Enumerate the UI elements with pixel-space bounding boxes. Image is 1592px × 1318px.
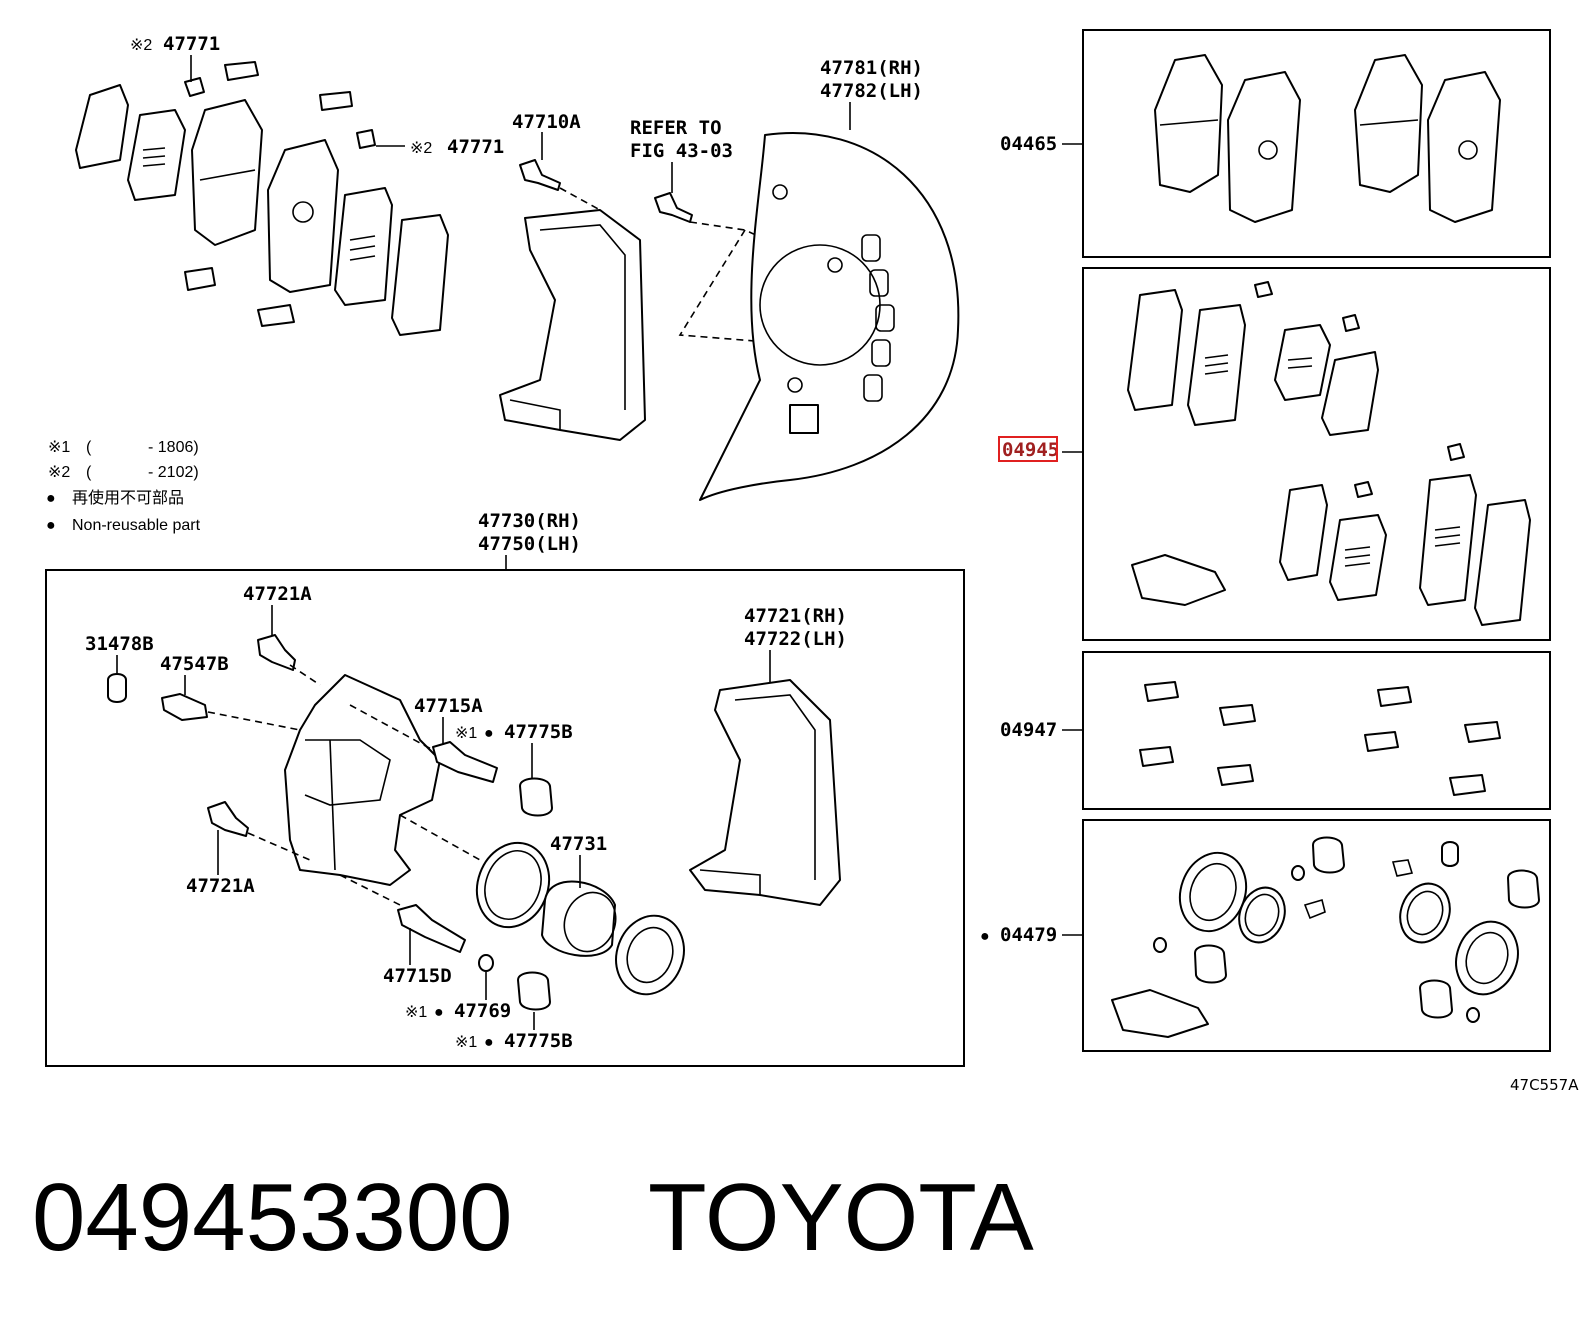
label-04479: 04479 bbox=[1000, 924, 1057, 946]
label-47775B-c: 47775B bbox=[504, 1030, 573, 1052]
label-47775B-a: 47775B bbox=[504, 721, 573, 743]
kit-box-04945 bbox=[1082, 267, 1551, 641]
clip-d bbox=[356, 129, 376, 149]
label-47721-rh: 47721(RH) bbox=[744, 605, 847, 627]
label-47730-rh: 47730(RH) bbox=[478, 510, 581, 532]
label-47771-mid: 47771 bbox=[447, 136, 504, 158]
anti-squeal-shim-inner bbox=[127, 109, 186, 201]
fitting-kit-04947-parts bbox=[1139, 681, 1501, 796]
ref-mark-1-b: ※1 bbox=[405, 1004, 427, 1021]
bullet-c: ● bbox=[484, 1034, 494, 1051]
grease-packet-2 bbox=[1111, 989, 1209, 1038]
label-47547B: 47547B bbox=[160, 653, 229, 675]
note-4-text: Non-reusable part bbox=[72, 517, 201, 534]
refer-to-text: REFER TO bbox=[630, 117, 722, 139]
note-2-paren: ( bbox=[86, 464, 92, 481]
ref-mark-1-a: ※1 bbox=[455, 725, 477, 742]
dust-boot-47775B-c bbox=[517, 971, 551, 1011]
bullet-04479: ● bbox=[980, 928, 990, 945]
note-1-mark: ※1 bbox=[48, 439, 70, 456]
label-47731: 47731 bbox=[550, 833, 607, 855]
bushing-47769 bbox=[478, 954, 494, 972]
brand-caption: TOYOTA bbox=[648, 1164, 1034, 1271]
brake-pad-inner bbox=[267, 139, 339, 293]
clip-e bbox=[184, 267, 216, 291]
clip-a bbox=[184, 77, 205, 97]
note-3-text: 再使用不可部品 bbox=[72, 489, 184, 507]
caliper-bracket-47721 bbox=[689, 679, 841, 906]
grease-packet-1 bbox=[1131, 554, 1226, 606]
note-4-bullet: ● bbox=[46, 517, 56, 534]
label-47721A-bottom: 47721A bbox=[186, 875, 255, 897]
label-47710A: 47710A bbox=[512, 111, 581, 133]
label-47750-lh: 47750(LH) bbox=[478, 533, 581, 555]
caliper-mounting-bracket bbox=[499, 159, 806, 441]
highlight-box-04945 bbox=[998, 436, 1058, 462]
figure-ref-code: 47C557A bbox=[1510, 1076, 1579, 1094]
guide-pin-47715D bbox=[397, 904, 466, 953]
clip-b bbox=[224, 61, 259, 81]
label-47715A: 47715A bbox=[414, 695, 483, 717]
label-47782-lh: 47782(LH) bbox=[820, 80, 923, 102]
part-number-caption: 049453300 bbox=[32, 1164, 513, 1271]
legend-notes: ※1 ( - 1806) ※2 ( - 2102) ● 再使用不可部品 ● No… bbox=[46, 439, 201, 534]
label-04945-highlighted[interactable]: 04945 bbox=[1002, 439, 1059, 461]
note-1-paren: ( bbox=[86, 439, 92, 456]
cylinder-kit-04479-parts bbox=[1111, 836, 1540, 1038]
refer-fig-text: FIG 43-03 bbox=[630, 140, 733, 162]
bullet-a: ● bbox=[484, 725, 494, 742]
label-04465: 04465 bbox=[1000, 133, 1057, 155]
bolt-47721A-bottom bbox=[207, 801, 249, 837]
note-1-end: - 1806) bbox=[148, 439, 199, 456]
bolt-47721A-top bbox=[257, 634, 296, 671]
label-31478B: 31478B bbox=[85, 633, 154, 655]
pad-kit-04465-parts bbox=[1154, 54, 1501, 223]
bracket-bolt-47710A bbox=[519, 159, 561, 191]
ref-mark-1-c: ※1 bbox=[455, 1034, 477, 1051]
anti-squeal-shim-4 bbox=[391, 214, 449, 336]
piston-47731 bbox=[541, 880, 616, 957]
label-47715D: 47715D bbox=[383, 965, 452, 987]
note-2-end: - 2102) bbox=[148, 464, 199, 481]
bolt-refer-fig bbox=[654, 192, 693, 223]
note-3-bullet: ● bbox=[46, 490, 56, 507]
anti-squeal-shim-outer bbox=[75, 84, 129, 169]
brake-pad-exploded-group bbox=[75, 55, 449, 336]
label-47769: 47769 bbox=[454, 1000, 511, 1022]
label-47722-lh: 47722(LH) bbox=[744, 628, 847, 650]
guide-pin-47715A bbox=[432, 741, 498, 783]
ref-mark-2-mid: ※2 bbox=[410, 140, 432, 157]
clip-f bbox=[257, 304, 295, 327]
anti-squeal-shim-3 bbox=[334, 187, 393, 306]
shim-kit-04945-parts bbox=[1127, 281, 1531, 626]
note-2-mark: ※2 bbox=[48, 464, 70, 481]
label-47721A-top: 47721A bbox=[243, 583, 312, 605]
ref-mark-2-top: ※2 bbox=[130, 37, 152, 54]
label-47781-rh: 47781(RH) bbox=[820, 57, 923, 79]
clip-c bbox=[319, 91, 353, 111]
piston-seal-and-piston bbox=[475, 841, 685, 996]
bullet-b: ● bbox=[434, 1004, 444, 1021]
label-04947: 04947 bbox=[1000, 719, 1057, 741]
disc-brake-dust-cover bbox=[699, 132, 960, 501]
brake-pad-outer bbox=[191, 99, 263, 246]
bleeder-plug-47547B bbox=[161, 693, 208, 721]
bleeder-plug-31478B bbox=[107, 673, 127, 703]
label-47771-top: 47771 bbox=[163, 33, 220, 55]
cylinder-boot bbox=[615, 914, 685, 996]
caliper-assembly-box bbox=[45, 569, 965, 1067]
caliper-body bbox=[107, 634, 553, 1011]
dust-boot-47775B-a bbox=[519, 777, 553, 817]
